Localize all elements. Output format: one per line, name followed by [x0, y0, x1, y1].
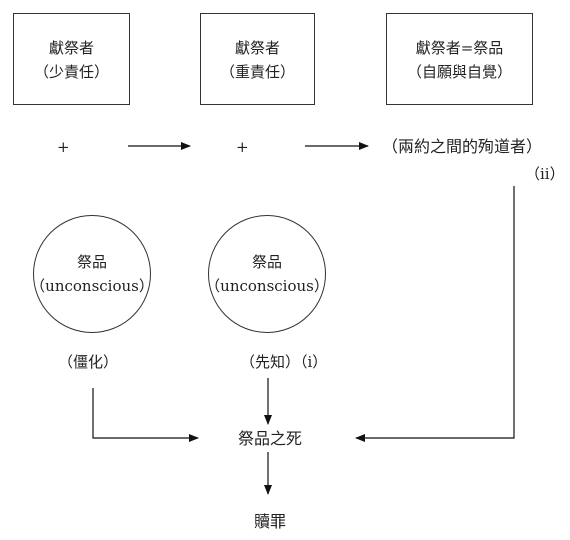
- box-subtitle: （重責任）: [219, 63, 295, 81]
- circle-sacrifice-left: 祭品 （unconscious）: [30, 215, 154, 333]
- box-title: 獻祭者=祭品: [415, 39, 504, 57]
- box-title: 獻祭者: [234, 39, 280, 57]
- box-sacrificer-less-responsibility: 獻祭者 （少責任）: [13, 13, 130, 105]
- plus-sign-left: +: [57, 138, 70, 156]
- death-of-sacrifice: 祭品之死: [238, 429, 303, 448]
- circle-subtitle: （unconscious）: [30, 277, 154, 295]
- box-sacrificer-heavy-responsibility: 獻祭者 （重責任）: [200, 13, 315, 105]
- atonement: 贖罪: [254, 512, 287, 531]
- label-prophet: （先知）（i）: [240, 353, 328, 371]
- box-subtitle: （自願與自覺）: [406, 63, 512, 81]
- mark-ii: （ii）: [525, 165, 565, 183]
- box-sacrificer-equals-sacrifice: 獻祭者=祭品 （自願與自覺）: [386, 13, 533, 105]
- plus-sign-middle: +: [236, 138, 249, 156]
- circle-title: 祭品: [251, 253, 282, 271]
- label-ossified: （僵化）: [58, 353, 119, 371]
- box-title: 獻祭者: [48, 39, 94, 57]
- arrow-ii-to-death: [355, 186, 515, 442]
- circle-sacrifice-middle: 祭品 （unconscious）: [205, 215, 329, 333]
- mediator-label: （兩約之間的殉道者）: [382, 137, 543, 156]
- circle-subtitle: （unconscious）: [205, 277, 329, 295]
- box-subtitle: （少責任）: [33, 63, 109, 81]
- circle-title: 祭品: [76, 253, 107, 271]
- arrow-ossified-to-death: [92, 388, 199, 442]
